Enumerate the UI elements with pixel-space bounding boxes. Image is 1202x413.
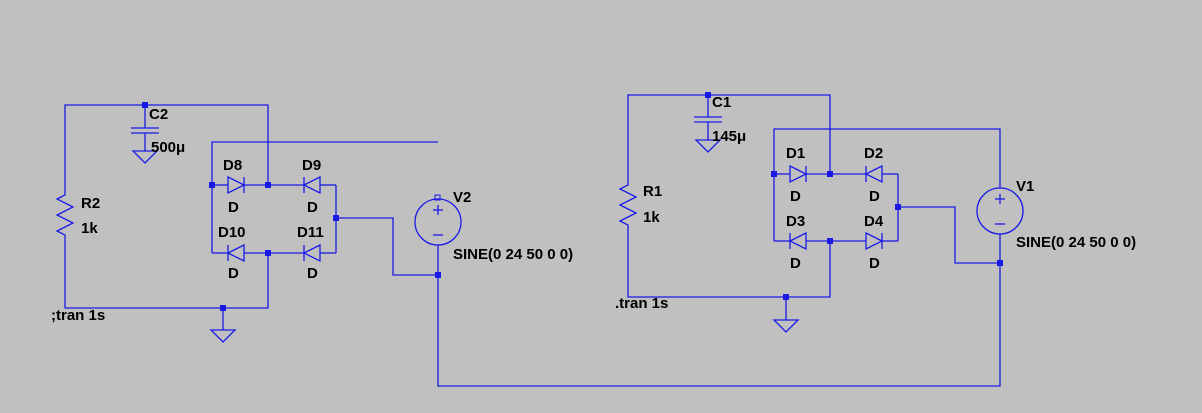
right-circuit[interactable]: C1 145μ R1 1k D1 D D2 D D3 D [615, 92, 1136, 333]
right-wires [627, 94, 1001, 320]
d1-model: D [790, 188, 801, 205]
r1-label: R1 [643, 183, 662, 200]
r1-value: 1k [643, 209, 660, 226]
d3-label: D3 [786, 213, 805, 230]
diode-d4[interactable]: D4 D [864, 213, 884, 272]
capacitor-c2[interactable]: C2 500μ [131, 106, 185, 164]
d2-label: D2 [864, 145, 883, 162]
r2-label: R2 [81, 195, 100, 212]
diode-d11[interactable]: D11 D [297, 224, 324, 282]
diode-d8[interactable]: D8 D [223, 157, 246, 216]
v2-label: V2 [453, 189, 471, 206]
c1-label: C1 [712, 94, 731, 111]
ground-symbol [772, 319, 800, 333]
d1-label: D1 [786, 145, 805, 162]
diode-d10[interactable]: D10 D [218, 224, 246, 282]
d8-label: D8 [223, 157, 242, 174]
d4-model: D [869, 255, 880, 272]
d10-label: D10 [218, 224, 246, 241]
ground-symbol [209, 329, 237, 343]
voltage-source-v1[interactable]: V1 SINE(0 24 50 0 0) [976, 178, 1136, 251]
d8-model: D [228, 199, 239, 216]
diode-d2[interactable]: D2 D [864, 145, 883, 205]
diode-d9[interactable]: D9 D [302, 157, 321, 216]
right-junctions [705, 92, 1003, 300]
d10-model: D [228, 265, 239, 282]
resistor-r2[interactable]: R2 1k [55, 190, 100, 240]
voltage-source-v2[interactable]: V2 SINE(0 24 50 0 0) [414, 189, 573, 263]
d11-label: D11 [297, 224, 324, 241]
capacitor-c1[interactable]: C1 145μ [694, 94, 746, 153]
left-circuit[interactable]: C2 500μ R2 1k D8 D D9 D D10 D [51, 102, 1001, 387]
v2-value: SINE(0 24 50 0 0) [453, 246, 573, 263]
c2-label: C2 [149, 106, 168, 123]
v1-value: SINE(0 24 50 0 0) [1016, 234, 1136, 251]
c1-value: 145μ [712, 128, 746, 145]
d9-model: D [307, 199, 318, 216]
diode-d3[interactable]: D3 D [786, 213, 807, 272]
c2-value: 500μ [151, 139, 185, 156]
v1-label: V1 [1016, 178, 1034, 195]
d11-model: D [307, 265, 318, 282]
d2-model: D [869, 188, 880, 205]
diode-d1[interactable]: D1 D [786, 145, 808, 205]
tran-directive[interactable]: .tran 1s [615, 295, 668, 312]
d4-label: D4 [864, 213, 884, 230]
d9-label: D9 [302, 157, 321, 174]
r2-value: 1k [81, 220, 98, 237]
resistor-r1[interactable]: R1 1k [618, 180, 662, 230]
left-junctions [142, 102, 441, 311]
tran-directive-commented[interactable]: ;tran 1s [51, 307, 105, 324]
d3-model: D [790, 255, 801, 272]
